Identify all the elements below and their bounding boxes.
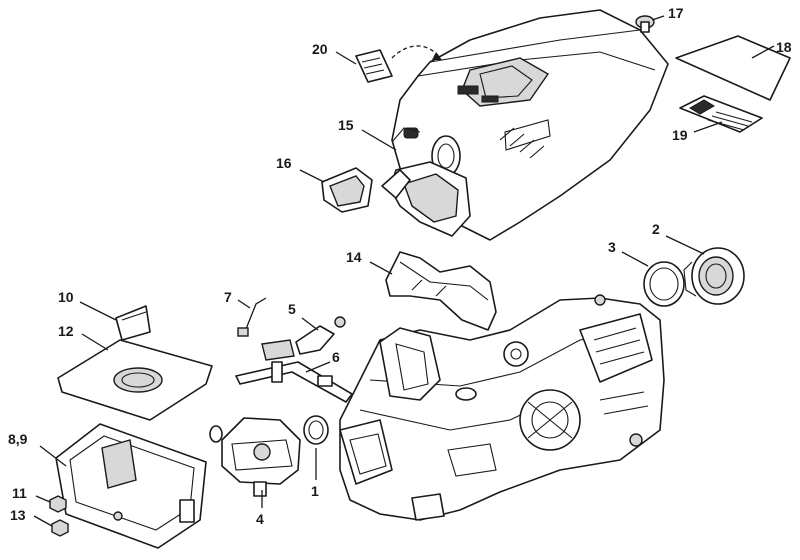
callout-4: 4 [256, 511, 264, 527]
part-20-decal [355, 45, 442, 83]
callout-16: 16 [276, 155, 292, 171]
part-8-9-air-box [55, 423, 207, 549]
part-15-top-cover [381, 9, 669, 241]
part-7-rod [237, 297, 267, 337]
callout-10: 10 [58, 289, 74, 305]
callout-5: 5 [288, 301, 296, 317]
callout-1: 1 [311, 483, 319, 499]
engine-housing [339, 294, 665, 521]
part-1-gasket [303, 415, 329, 445]
part-19-grille [679, 95, 763, 133]
callout-11: 11 [12, 485, 27, 501]
callout-6: 6 [332, 349, 340, 365]
callout-7: 7 [224, 289, 232, 305]
part-10-clip [115, 305, 151, 341]
callout-18: 18 [776, 39, 792, 55]
part-17-screw [635, 15, 655, 33]
part-13-nut [51, 519, 69, 537]
part-12-filter-plate [57, 339, 213, 421]
part-2-manifold [683, 247, 745, 305]
callout-8-9: 8,9 [8, 431, 28, 447]
callout-12: 12 [58, 323, 74, 339]
part-6-shaft [235, 339, 353, 403]
callout-labels: 1 2 3 4 5 6 7 8,9 10 11 12 13 14 15 16 1… [8, 5, 792, 527]
callout-15: 15 [338, 117, 354, 133]
part-18-filter-mat [675, 35, 791, 101]
callout-13: 13 [10, 507, 26, 523]
part-4-carburetor [209, 417, 301, 497]
callout-20: 20 [312, 41, 328, 57]
callout-19: 19 [672, 127, 688, 143]
part-16-knob [321, 167, 373, 213]
callout-17: 17 [668, 5, 684, 21]
callout-2: 2 [652, 221, 660, 237]
part-14-baffle [385, 251, 497, 331]
callout-3: 3 [608, 239, 616, 255]
part-11-nut [49, 495, 67, 513]
callout-14: 14 [346, 249, 362, 265]
leader-lines [33, 15, 775, 527]
part-3-ring [643, 261, 685, 307]
